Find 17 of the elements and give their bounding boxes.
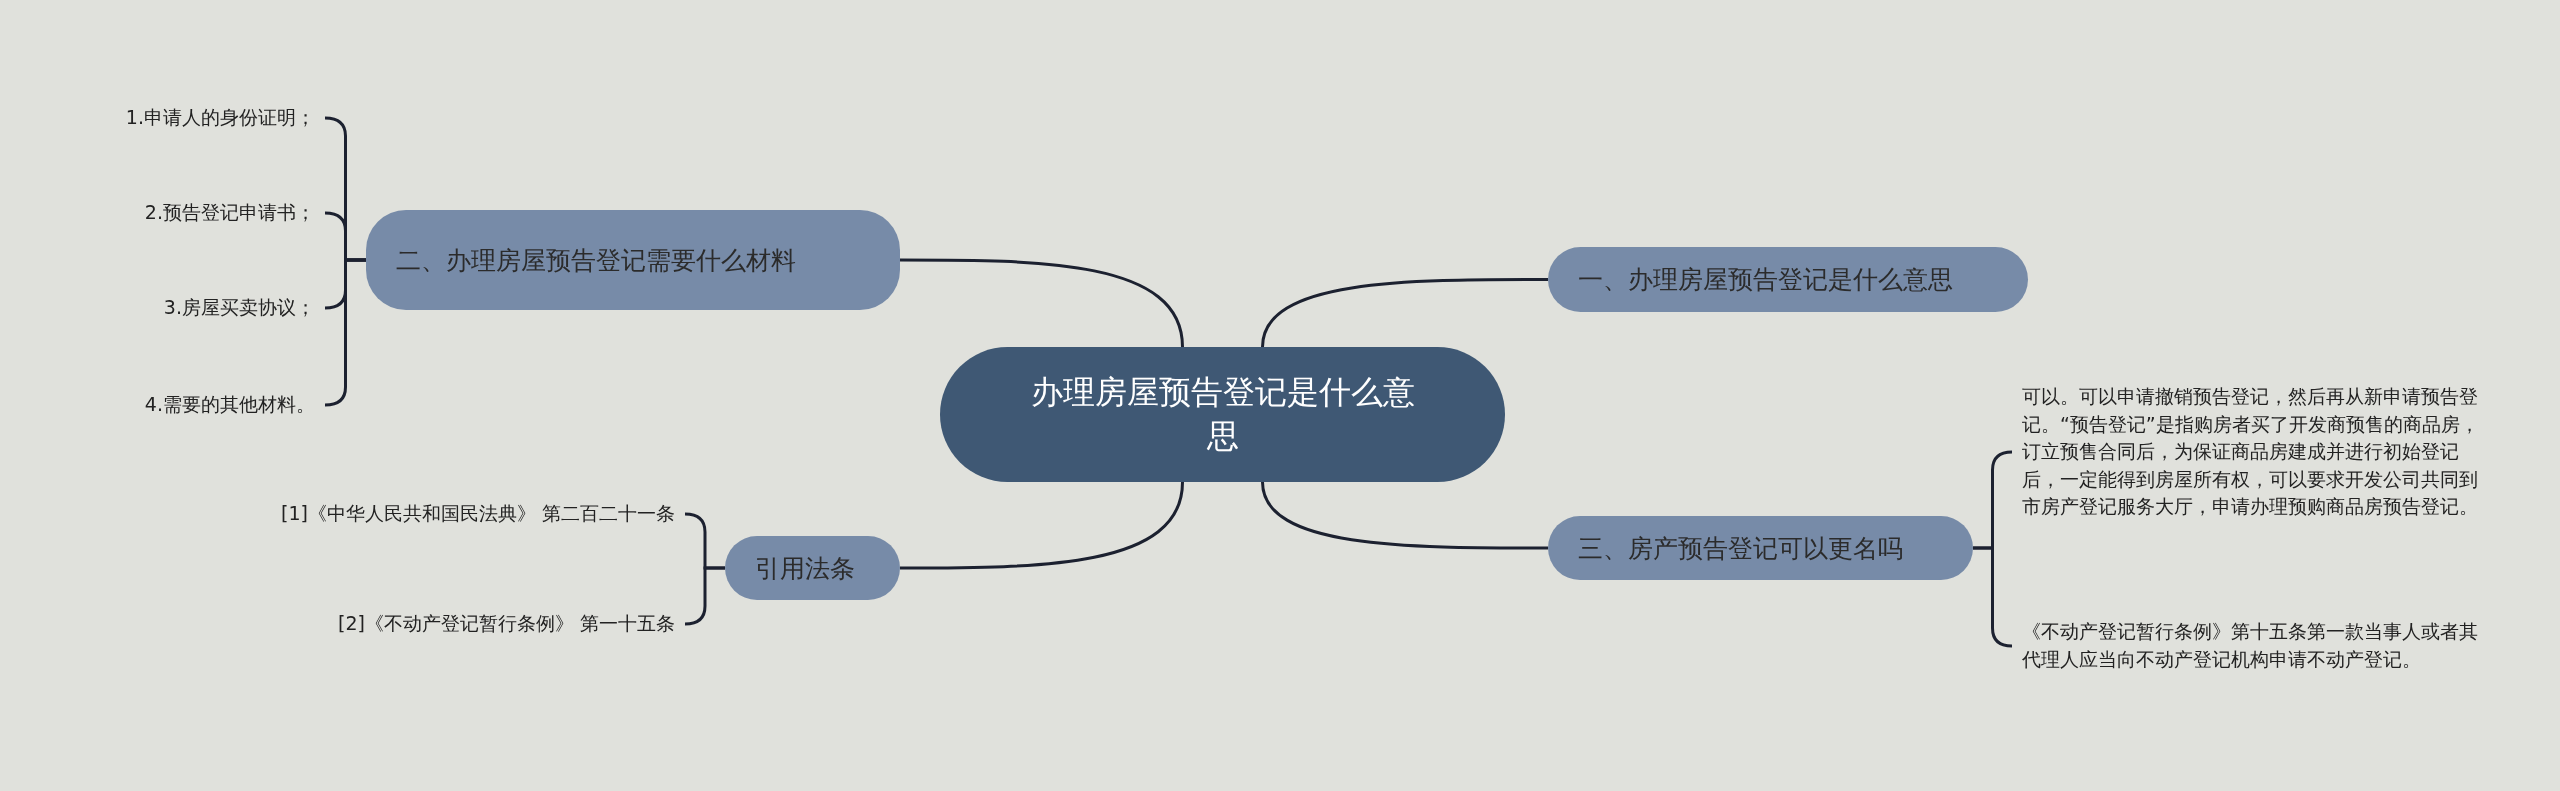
leaf-text: 4.需要的其他材料。	[60, 387, 325, 423]
branch-line	[900, 258, 1184, 348]
topic-box: 引用法条	[725, 536, 900, 600]
topic-box: 三、房产预告登记可以更名吗	[1548, 516, 1973, 580]
leaf-text: 可以。可以申请撤销预告登记，然后再从新申请预告登记。“预告登记”是指购房者买了开发商预售的商品房，订立预售合同后，为保证商品房建成并进行初始登记后，一定能得到房屋所有权，可以要求开发公司共同到市房产登记服务大厅，申请办理预购商品房预告登记。	[2012, 362, 2482, 542]
branch-line	[1261, 481, 1548, 550]
branch-line	[900, 481, 1184, 570]
leaf-text: 《不动产登记暂行条例》第十五条第一款当事人或者其代理人应当向不动产登记机构申请不动产登记。	[2012, 596, 2482, 696]
leaf-text: 2.预告登记申请书；	[60, 195, 325, 231]
leaf-text: 1.申请人的身份证明；	[60, 100, 325, 136]
topic-box: 二、办理房屋预告登记需要什么材料	[366, 210, 900, 310]
leaf-text: [2]《不动产登记暂行条例》 第一十五条	[230, 606, 685, 642]
leaf-text: 3.房屋买卖协议；	[60, 290, 325, 326]
branch-line	[1261, 278, 1548, 348]
leaf-text: [1]《中华人民共和国民法典》 第二百二十一条	[230, 482, 685, 546]
topic-box: 一、办理房屋预告登记是什么意思	[1548, 247, 2028, 312]
central-topic: 办理房屋预告登记是什么意思	[940, 347, 1505, 482]
